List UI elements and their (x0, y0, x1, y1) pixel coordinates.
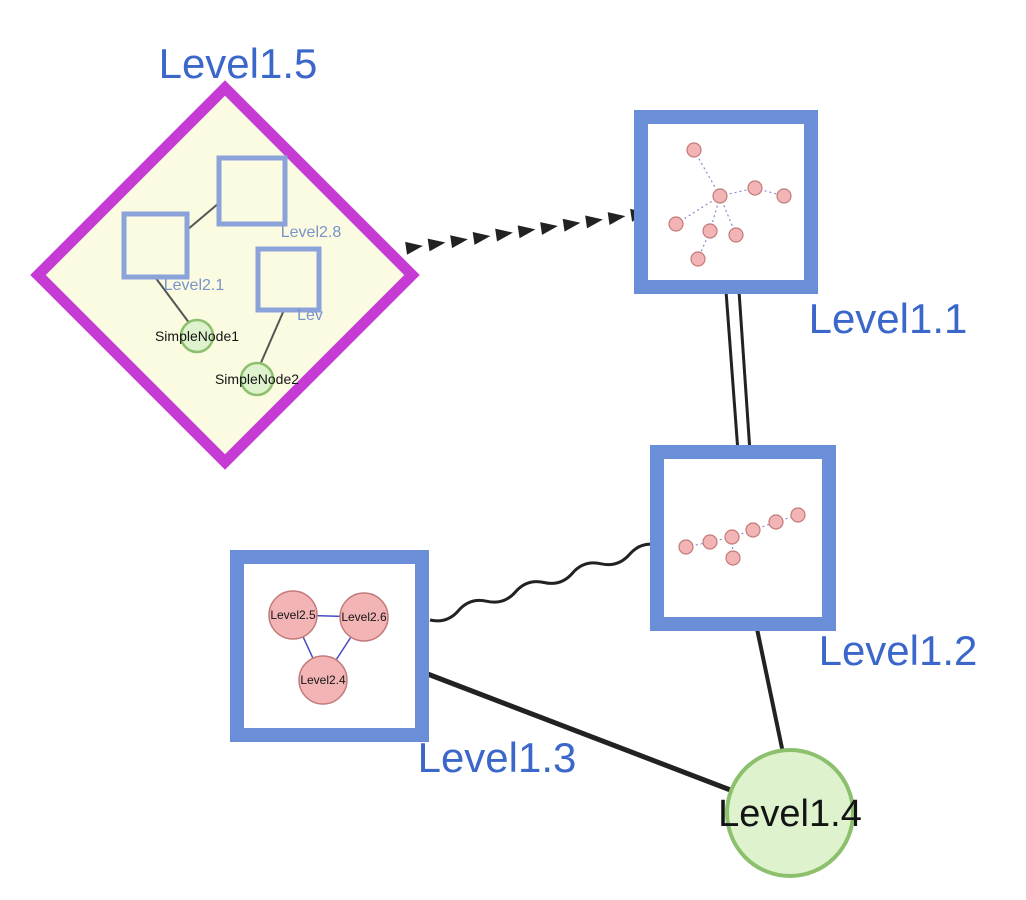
mini-edge (709, 536, 733, 543)
edge-lev-simplenode2[interactable] (259, 309, 285, 366)
node-level21[interactable] (121, 211, 190, 280)
level13-square-shape[interactable] (230, 550, 429, 742)
edge-level13-level14[interactable] (424, 670, 734, 794)
mini-edge (731, 529, 754, 538)
mini-node[interactable] (690, 251, 706, 267)
node-level11[interactable] (634, 110, 818, 294)
node-lev[interactable] (255, 246, 322, 313)
mini-node[interactable] (776, 188, 792, 204)
level14-circle-shape[interactable] (725, 748, 855, 878)
node-level13[interactable]: Level2.5 Level2.6 Level2.4 (230, 550, 429, 742)
mini-node[interactable] (747, 180, 763, 196)
node-level25[interactable] (268, 590, 318, 640)
edge-level11-level12-double[interactable] (724, 290, 752, 453)
level15-diamond-shape[interactable] (30, 80, 420, 470)
mini-node[interactable] (702, 534, 718, 550)
level26-label: Level2.6 (341, 610, 387, 624)
node-level14[interactable]: Level1.4 (718, 748, 862, 878)
lev-label: Lev (297, 307, 323, 324)
node-level12[interactable] (650, 445, 836, 631)
mini-node[interactable] (668, 216, 684, 232)
mini-node[interactable] (790, 507, 806, 523)
level11-mini-graph (668, 142, 792, 267)
mini-edge (675, 195, 721, 225)
level25-label: Level2.5 (270, 608, 316, 622)
mini-node[interactable] (728, 227, 744, 243)
level13-label: Level1.3 (418, 734, 577, 781)
node-level15[interactable]: Level2.8 Level2.1 Lev SimpleNode1 Simple… (30, 80, 420, 470)
level28-label: Level2.8 (281, 224, 342, 241)
level24-label: Level2.4 (300, 673, 346, 687)
mini-node[interactable] (678, 539, 694, 555)
node-simplenode1[interactable] (179, 318, 215, 354)
level21-label: Level2.1 (164, 277, 225, 294)
level12-mini-graph (678, 507, 806, 566)
edge-level28-level21[interactable] (186, 202, 220, 231)
mini-edge (693, 149, 721, 197)
node-level26[interactable] (339, 592, 389, 642)
mini-node[interactable] (725, 550, 741, 566)
mini-node[interactable] (745, 522, 761, 538)
simplenode1-label: SimpleNode1 (155, 328, 239, 344)
node-level24[interactable] (298, 655, 348, 705)
edge-level12-level14[interactable] (754, 623, 785, 754)
node-level28[interactable] (216, 155, 288, 227)
level14-label: Level1.4 (718, 793, 862, 835)
mini-node[interactable] (686, 142, 702, 158)
mini-node[interactable] (712, 188, 728, 204)
edge-level15-level11-arrow[interactable] (405, 208, 648, 255)
level12-label: Level1.2 (819, 627, 978, 674)
mini-node[interactable] (724, 529, 740, 545)
edge-level13-level12-wavy[interactable] (429, 542, 659, 623)
mini-node[interactable] (702, 223, 718, 239)
level11-label: Level1.1 (809, 295, 968, 342)
mini-edge (731, 536, 734, 559)
edge-level21-simplenode1[interactable] (154, 276, 191, 325)
node-simplenode2[interactable] (239, 361, 275, 397)
level15-label: Level1.5 (159, 40, 318, 87)
mini-edge (775, 514, 799, 523)
simplenode2-label: SimpleNode2 (215, 371, 299, 387)
level12-square-shape[interactable] (650, 445, 836, 631)
mini-node[interactable] (768, 514, 784, 530)
